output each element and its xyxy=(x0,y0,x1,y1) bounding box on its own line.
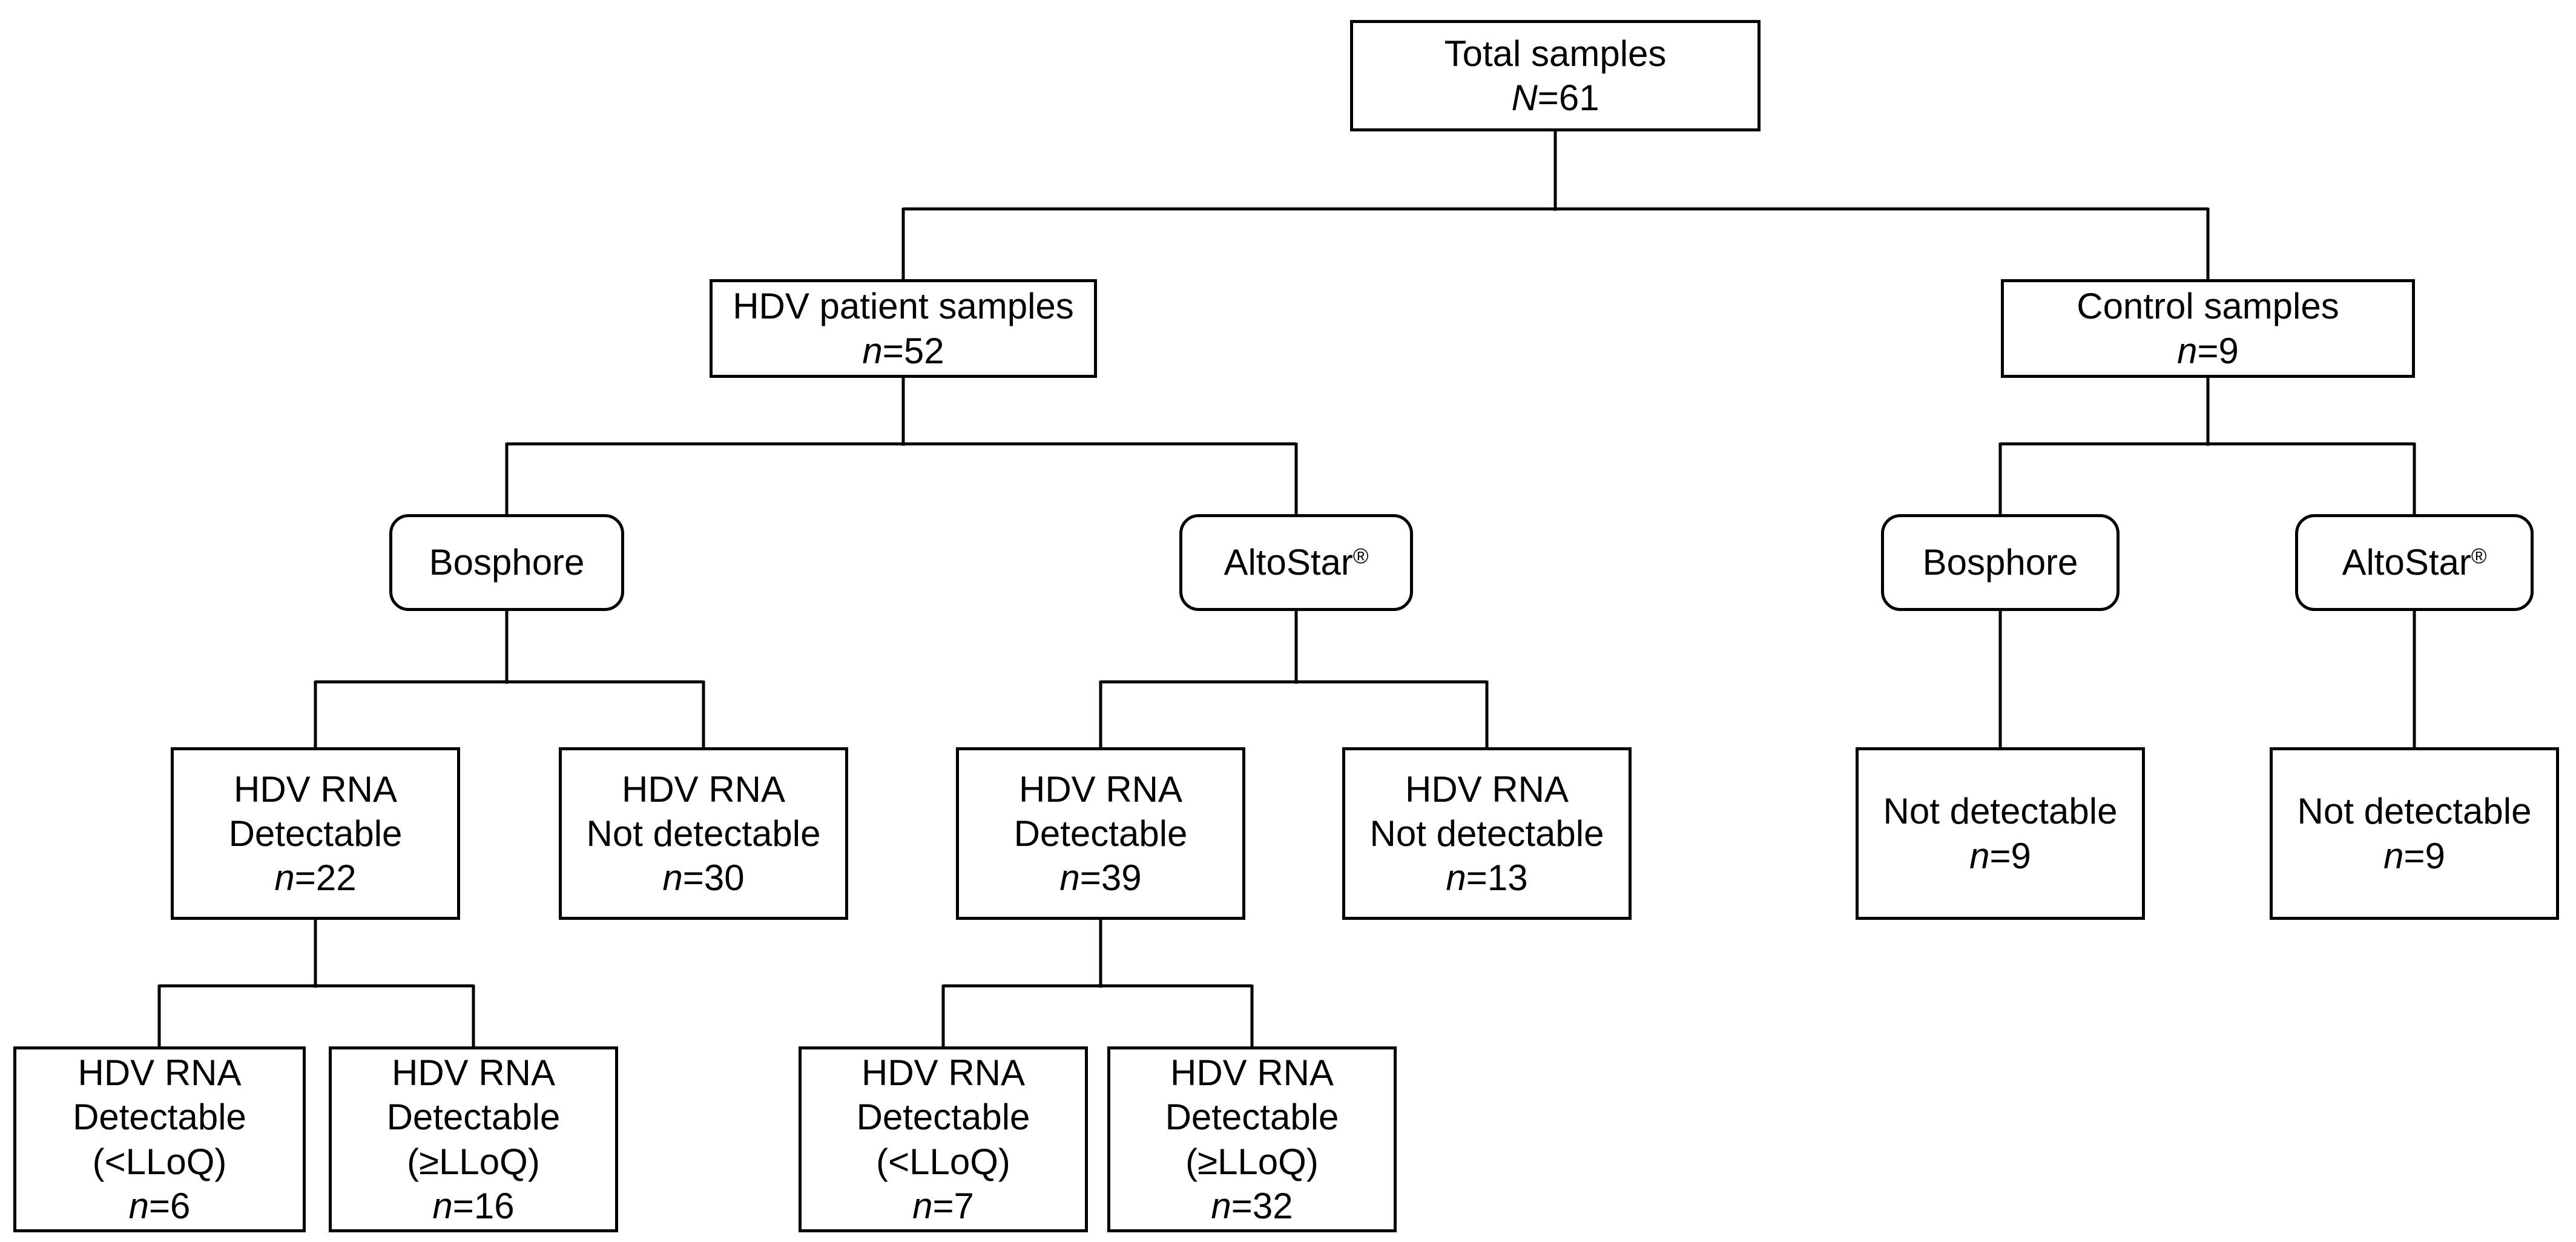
connector-hdv-patient-to-assays xyxy=(505,375,1298,517)
node-detectable-above-lloq-bosphore: HDV RNA Detectable (≥LLoQ) n=16 xyxy=(329,1046,618,1232)
connector-bosphore-detectable-to-lloq xyxy=(157,917,475,1049)
node-count: n=9 xyxy=(2177,329,2239,373)
node-hdv-rna-detectable-bosphore: HDV RNA Detectable n=22 xyxy=(171,747,460,920)
node-control-samples: Control samples n=9 xyxy=(2001,279,2415,378)
node-label: Not detectable xyxy=(586,813,821,854)
node-count: n=52 xyxy=(862,329,944,373)
count-value: =30 xyxy=(682,857,745,899)
node-hdv-rna-not-detectable-bosphore: HDV RNA Not detectable n=30 xyxy=(559,747,848,920)
connector-altostar-patient-to-results xyxy=(1099,608,1489,750)
node-hdv-rna-not-detectable-altostar: HDV RNA Not detectable n=13 xyxy=(1342,747,1632,920)
count-symbol: n xyxy=(2177,330,2198,371)
node-altostar-patient: AltoStar® xyxy=(1179,514,1413,611)
count-value: =6 xyxy=(148,1185,191,1226)
node-label: HDV RNA xyxy=(1018,768,1183,810)
count-value: =32 xyxy=(1231,1185,1293,1226)
node-count: N=61 xyxy=(1511,76,1599,120)
count-value: =9 xyxy=(2197,330,2239,371)
registered-trademark-symbol: ® xyxy=(2471,544,2487,569)
count-symbol: N xyxy=(1511,78,1538,118)
node-label: Detectable xyxy=(73,1097,246,1138)
count-symbol: n xyxy=(432,1185,453,1226)
count-symbol: n xyxy=(862,330,883,371)
connector-total-to-level2 xyxy=(901,128,2210,282)
node-bosphore-patient: Bosphore xyxy=(389,514,624,611)
node-not-detectable-altostar-control: Not detectable n=9 xyxy=(2270,747,2559,920)
assay-name: AltoStar xyxy=(1224,542,1353,583)
connector-altostar-detectable-to-lloq xyxy=(941,917,1254,1049)
count-value: =39 xyxy=(1079,857,1142,899)
connector-control-to-assays xyxy=(1998,375,2416,517)
node-count: n=16 xyxy=(432,1184,514,1228)
registered-trademark-symbol: ® xyxy=(1352,544,1369,569)
node-label: HDV RNA xyxy=(621,768,786,810)
count-value: =9 xyxy=(2403,835,2445,876)
node-label: Detectable xyxy=(856,1097,1030,1138)
node-label: Detectable xyxy=(1013,813,1188,854)
count-symbol: n xyxy=(1969,835,1990,876)
node-count: n=22 xyxy=(274,856,356,900)
node-hdv-patient-samples: HDV patient samples n=52 xyxy=(710,279,1097,378)
count-symbol: n xyxy=(1059,857,1080,899)
node-count: n=30 xyxy=(662,856,744,900)
count-symbol: n xyxy=(662,857,683,899)
node-label: (≥LLoQ) xyxy=(1185,1141,1319,1182)
node-count: n=6 xyxy=(129,1184,191,1228)
count-symbol: n xyxy=(1211,1185,1231,1226)
count-symbol: n xyxy=(2383,835,2404,876)
node-count: n=13 xyxy=(1446,856,1527,900)
count-symbol: n xyxy=(128,1185,149,1226)
node-detectable-below-lloq-bosphore: HDV RNA Detectable (<LLoQ) n=6 xyxy=(13,1046,306,1232)
node-not-detectable-bosphore-control: Not detectable n=9 xyxy=(1856,747,2145,920)
node-label: Control samples xyxy=(2077,286,2339,327)
assay-name: AltoStar xyxy=(2342,542,2471,583)
node-label: Not detectable xyxy=(2297,791,2532,832)
count-value: =61 xyxy=(1537,78,1599,118)
node-detectable-below-lloq-altostar: HDV RNA Detectable (<LLoQ) n=7 xyxy=(799,1046,1088,1232)
node-label: Not detectable xyxy=(1369,813,1604,854)
node-label: Detectable xyxy=(228,813,403,854)
node-label: HDV RNA xyxy=(1170,1052,1334,1094)
node-label: HDV RNA xyxy=(233,768,398,810)
node-count: n=32 xyxy=(1211,1184,1293,1228)
node-label: HDV patient samples xyxy=(733,286,1074,327)
count-value: =7 xyxy=(932,1185,974,1226)
node-count: n=9 xyxy=(1969,834,2031,878)
node-label: Detectable xyxy=(386,1097,561,1138)
node-label: (<LLoQ) xyxy=(92,1141,227,1182)
node-label: Bosphore xyxy=(429,542,585,583)
node-label: (<LLoQ) xyxy=(876,1141,1010,1182)
node-count: n=9 xyxy=(2383,834,2445,878)
node-label: HDV RNA xyxy=(1405,768,1569,810)
count-value: =22 xyxy=(294,857,357,899)
node-count: n=7 xyxy=(912,1184,974,1228)
node-count: n=39 xyxy=(1059,856,1141,900)
node-label: AltoStar® xyxy=(1224,540,1368,584)
count-value: =52 xyxy=(882,330,944,371)
node-label: HDV RNA xyxy=(391,1052,556,1094)
count-symbol: n xyxy=(1446,857,1466,899)
count-value: =13 xyxy=(1466,857,1528,899)
node-label: Total samples xyxy=(1444,33,1667,74)
node-total-samples: Total samples N=61 xyxy=(1350,20,1761,131)
node-label: HDV RNA xyxy=(861,1052,1026,1094)
node-hdv-rna-detectable-altostar: HDV RNA Detectable n=39 xyxy=(956,747,1245,920)
count-symbol: n xyxy=(274,857,295,899)
node-label: HDV RNA xyxy=(77,1052,242,1094)
count-value: =9 xyxy=(1989,835,2031,876)
node-label: Bosphore xyxy=(1922,542,2078,583)
node-label: Detectable xyxy=(1165,1097,1339,1138)
node-label: AltoStar® xyxy=(2342,540,2486,584)
node-label: Not detectable xyxy=(1883,791,2118,832)
node-label: (≥LLoQ) xyxy=(407,1141,540,1182)
connector-bosphore-patient-to-results xyxy=(314,608,705,750)
node-bosphore-control: Bosphore xyxy=(1881,514,2120,611)
count-symbol: n xyxy=(912,1185,933,1226)
node-altostar-control: AltoStar® xyxy=(2295,514,2534,611)
node-detectable-above-lloq-altostar: HDV RNA Detectable (≥LLoQ) n=32 xyxy=(1107,1046,1397,1232)
count-value: =16 xyxy=(452,1185,515,1226)
